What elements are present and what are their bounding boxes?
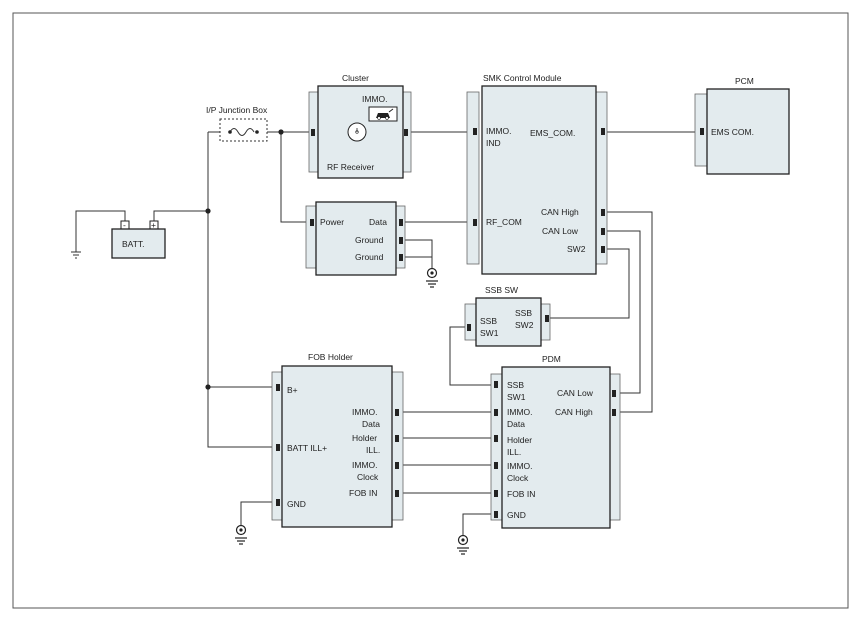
smk-can-high-label: CAN High [541,207,579,217]
fob-gnd-label: GND [287,499,306,509]
rf-title: RF Receiver [327,162,374,172]
pdm-fob-in-label: FOB IN [507,489,535,499]
rf-ground-label: Ground [355,235,384,245]
battery-label: BATT. [122,239,145,249]
pdm-holder-ill-label: Holder [507,435,532,445]
wire-main-bus [207,132,278,448]
wire-rf-power [280,132,312,223]
ssb-switch: SSB SW SSB SW1 SSB SW2 [464,285,551,347]
ssb-sw2-label: SSB [515,308,532,318]
battery: - + BATT. [111,220,166,259]
svg-text:Clock: Clock [357,472,379,482]
pcm-ems-com-label: EMS COM. [711,127,754,137]
ground-icon [426,267,438,288]
rf-ground-label: Ground [355,252,384,262]
wire-can-high [604,211,653,413]
svg-text:Data: Data [362,419,380,429]
fob-holder-ill-label: Holder [352,433,377,443]
fob-title: FOB Holder [308,352,353,362]
smk-title: SMK Control Module [483,73,562,83]
fob-immo-data-label: IMMO. [352,407,378,417]
pdm-gnd-label: GND [507,510,526,520]
pdm-immo-clock-label: IMMO. [507,461,533,471]
pdm-module: PDM SSB SW1 IMMO. Data Holder ILL. IMMO.… [490,354,621,529]
diagram-frame [12,12,849,609]
svg-text:IND: IND [486,138,501,148]
pcm-title: PCM [735,76,754,86]
fuse-icon [229,128,255,136]
wires [71,131,703,537]
smk-immo-ind-label: IMMO. [486,126,512,136]
wire-fob-gnd [240,501,278,530]
pdm-can-low-label: CAN Low [557,388,594,398]
smk-sw2-label: SW2 [567,244,586,254]
ssb-title: SSB SW [485,285,518,295]
fob-immo-clock-label: IMMO. [352,460,378,470]
cluster-immo-label: IMMO. [362,94,388,104]
pdm-title: PDM [542,354,561,364]
svg-text:Clock: Clock [507,473,529,483]
junction-nodes [205,129,284,390]
fob-holder-module: FOB Holder B+ BATT ILL+ GND IMMO. Data H… [271,352,404,528]
wire-batt-positive [153,210,208,221]
wire-ssb-sw1 [449,326,496,386]
wire-sw2 [546,248,630,319]
smk-rf-com-label: RF_COM [486,217,522,227]
smk-can-low-label: CAN Low [542,226,579,236]
rf-data-label: Data [369,217,387,227]
ipjb-title: I/P Junction Box [206,105,268,115]
svg-text:ILL.: ILL. [507,447,521,457]
ip-junction-box: I/P Junction Box [206,105,268,142]
wire-rf-ground1 [403,239,433,268]
fob-bplus-label: B+ [287,385,298,395]
svg-text:SW1: SW1 [480,328,499,338]
ground-icon [457,534,469,555]
fob-batt-ill-label: BATT ILL+ [287,443,327,453]
cluster-title: Cluster [342,73,369,83]
smk-control-module: SMK Control Module IMMO. IND EMS_COM. RF… [466,73,608,275]
svg-text:SW2: SW2 [515,320,534,330]
wire-pdm-gnd [462,513,496,537]
rf-power-label: Power [320,217,344,227]
car-key-icon [376,108,394,120]
pdm-ssb-sw1-label: SSB [507,380,524,390]
cluster-module: Cluster IMMO. [308,73,412,179]
pdm-can-high-label: CAN High [555,407,593,417]
wire-can-low [604,230,641,394]
smk-ems-com-label: EMS_COM. [530,128,575,138]
svg-text:ILL.: ILL. [366,445,380,455]
svg-text:Data: Data [507,419,525,429]
battery-positive: + [151,220,156,230]
pcm-module: PCM EMS COM. [694,76,790,175]
wire-batt-ground [75,210,126,252]
pdm-immo-data-label: IMMO. [507,407,533,417]
ssb-sw1-label: SSB [480,316,497,326]
svg-text:SW1: SW1 [507,392,526,402]
battery-negative: - [123,220,126,230]
rf-receiver-module: RF Receiver Power Data Ground Ground [305,162,406,276]
fob-fob-in-label: FOB IN [349,488,377,498]
ground-icon [235,524,247,545]
